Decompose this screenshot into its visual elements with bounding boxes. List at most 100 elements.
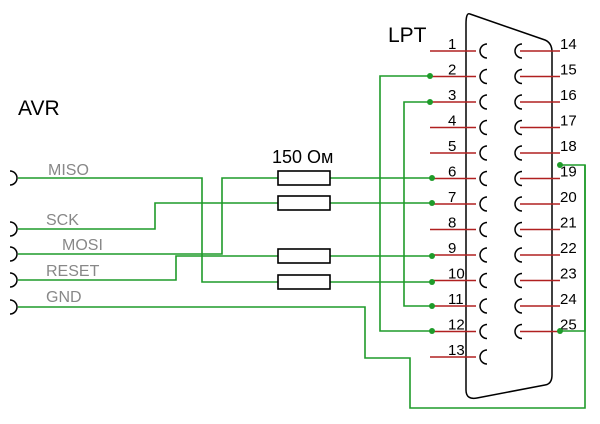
lpt-pin-2: 2	[430, 62, 488, 85]
lpt-pin-15: 15	[514, 62, 577, 85]
avr-terminal-gnd	[9, 299, 18, 315]
pin-hook-21	[514, 221, 523, 238]
pin-hook-4	[479, 119, 488, 136]
resistors	[277, 170, 331, 290]
avr-title: AVR	[18, 97, 60, 120]
pin-hook-17	[514, 119, 523, 136]
pin-number-8: 8	[448, 215, 456, 232]
wire-miso	[18, 177, 278, 283]
pin-hook-2	[479, 68, 488, 85]
wire-pin2-pin12	[379, 75, 432, 332]
lpt-pin-17: 17	[514, 113, 577, 136]
lpt-pin-18: 18	[514, 138, 577, 161]
avr-terminal-reset	[9, 272, 18, 288]
resistor-label: 150 Ом	[272, 147, 333, 167]
pin-number-10: 10	[448, 266, 465, 283]
lpt-pin-1: 1	[430, 36, 488, 59]
junction-pin3	[427, 99, 433, 105]
pin-number-6: 6	[448, 164, 456, 181]
lpt-pin-16: 16	[514, 87, 577, 110]
lpt-pin-13: 13	[430, 342, 488, 365]
junction-pin12	[429, 328, 435, 334]
wire-reset	[18, 255, 278, 281]
pin-hook-8	[479, 221, 488, 238]
signal-reset: RESET	[46, 263, 100, 280]
lpt-pin-5: 5	[430, 138, 488, 161]
lpt-pin-3: 3	[430, 87, 488, 110]
pin-number-16: 16	[560, 87, 577, 104]
wire-sck	[18, 202, 278, 230]
pin-number-4: 4	[448, 113, 456, 130]
pin-number-5: 5	[448, 138, 456, 155]
pin-hook-12	[479, 323, 488, 340]
lpt-pin-19: 19	[514, 164, 577, 187]
lpt-pin-21: 21	[514, 215, 577, 238]
lpt-pin-12: 12	[430, 317, 488, 340]
junction-pin9	[429, 253, 435, 259]
lpt-pin-7: 7	[430, 189, 488, 212]
resistor-4	[277, 274, 331, 290]
lpt-pin-20: 20	[514, 189, 577, 212]
lpt-pin-22: 22	[514, 240, 577, 263]
pin-hook-6	[479, 170, 488, 187]
avr-terminal-miso	[9, 170, 18, 186]
pin-hook-9	[479, 247, 488, 263]
pin-hook-22	[514, 247, 523, 263]
pin-hook-15	[514, 68, 523, 85]
pin-number-7: 7	[448, 189, 456, 206]
junction-pin18	[557, 162, 563, 168]
junction-pin6	[429, 175, 435, 181]
pin-number-12: 12	[448, 317, 465, 334]
lpt-pin-14: 14	[514, 36, 577, 59]
signal-mosi: MOSI	[62, 237, 103, 254]
pin-number-3: 3	[448, 87, 456, 104]
pin-number-22: 22	[560, 240, 577, 257]
pin-hook-3	[479, 94, 488, 110]
pin-hook-7	[479, 196, 488, 212]
junction-pin10	[429, 279, 435, 285]
pin-hook-23	[514, 272, 523, 289]
lpt-pin-23: 23	[514, 266, 577, 289]
resistor-3	[277, 248, 331, 264]
pin-number-11: 11	[448, 291, 464, 308]
signal-miso: MISO	[48, 162, 89, 179]
pin-number-13: 13	[448, 342, 465, 359]
pin-hook-18	[514, 145, 523, 161]
junction-pin2	[427, 73, 433, 79]
pin-number-19: 19	[560, 164, 577, 181]
lpt-pin-8: 8	[430, 215, 488, 238]
pin-number-18: 18	[560, 138, 577, 155]
pin-hook-20	[514, 196, 523, 212]
pin-hook-5	[479, 145, 488, 161]
junction-pin11	[429, 303, 435, 309]
lpt-title: LPT	[388, 24, 427, 47]
pin-number-2: 2	[448, 62, 456, 79]
wire-ground-bus	[560, 165, 586, 332]
wire-mosi	[18, 177, 278, 255]
pin-hook-19	[514, 170, 523, 187]
pin-number-23: 23	[560, 266, 577, 283]
resistor-2	[277, 195, 331, 211]
wire-pin3-pin11	[403, 101, 432, 307]
pin-hook-13	[479, 349, 488, 365]
pin-number-21: 21	[560, 215, 577, 232]
avr-terminals	[9, 170, 18, 315]
pin-number-25: 25	[560, 317, 577, 334]
lpt-pin-6: 6	[430, 164, 488, 187]
signal-gnd: GND	[46, 289, 82, 306]
pin-number-9: 9	[448, 240, 456, 257]
pin-hook-10	[479, 272, 488, 289]
lpt-pin-10: 10	[430, 266, 488, 289]
lpt-pin-24: 24	[514, 291, 577, 314]
pin-number-15: 15	[560, 62, 577, 79]
wiring	[18, 75, 586, 409]
resistor-1	[277, 170, 331, 186]
pin-number-14: 14	[560, 36, 577, 53]
avr-terminal-sck	[9, 221, 18, 237]
pin-number-1: 1	[448, 36, 456, 53]
pin-number-24: 24	[560, 291, 577, 308]
pin-hook-25	[514, 323, 523, 340]
db25-connector	[465, 12, 553, 400]
